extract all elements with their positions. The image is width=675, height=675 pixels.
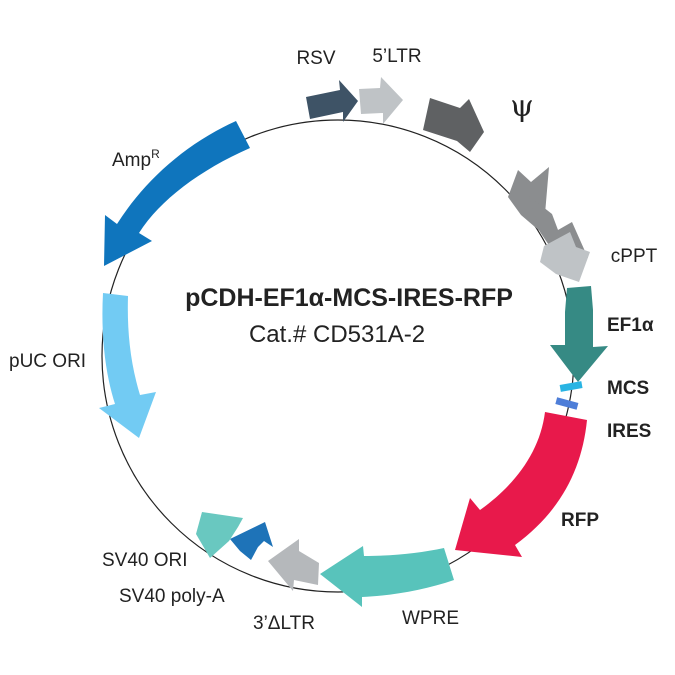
- label-psi: ψ: [510, 89, 534, 124]
- sv40pa-arrow: [230, 522, 273, 560]
- label-mcs: MCS: [607, 378, 649, 399]
- label-cppt: cPPT: [611, 246, 658, 267]
- label-rfp: RFP: [561, 510, 599, 531]
- wpre-arrow: [320, 546, 454, 607]
- puc-arrow: [99, 293, 156, 438]
- label-wpre: WPRE: [402, 608, 459, 629]
- ires-marker: [555, 397, 579, 410]
- label-ef1a: EF1α: [607, 315, 654, 336]
- plasmid-title: pCDH-EF1α-MCS-IRES-RFP: [185, 284, 513, 312]
- label-5ltr: 5’LTR: [372, 46, 421, 67]
- label-ampr: AmpR: [112, 147, 160, 171]
- label-ires: IRES: [607, 421, 651, 442]
- label-sv40-polya: SV40 poly-A: [119, 586, 225, 607]
- sv40ori-arrow: [196, 512, 243, 558]
- label-puc-ori: pUC ORI: [9, 351, 86, 372]
- rsv-arrow: [306, 80, 358, 122]
- feature-arrows: [99, 77, 608, 607]
- label-sv40-ori: SV40 ORI: [102, 550, 188, 571]
- label-rsv: RSV: [296, 48, 335, 69]
- catalog-number: Cat.# CD531A-2: [249, 321, 425, 348]
- cppt-arrow: [540, 232, 590, 282]
- amp-arrow: [104, 121, 250, 266]
- label-ampr-main: Amp: [112, 150, 151, 171]
- label-3ltr: 3’ΔLTR: [253, 613, 315, 634]
- psi-arrow: [423, 98, 484, 152]
- ltr5-arrow: [359, 77, 403, 124]
- label-ampr-sup: R: [151, 147, 160, 161]
- mcs-marker: [559, 381, 583, 392]
- ltr3-arrow: [268, 539, 319, 591]
- rfp-arrow: [455, 412, 587, 557]
- ef1a-arrow: [550, 286, 608, 382]
